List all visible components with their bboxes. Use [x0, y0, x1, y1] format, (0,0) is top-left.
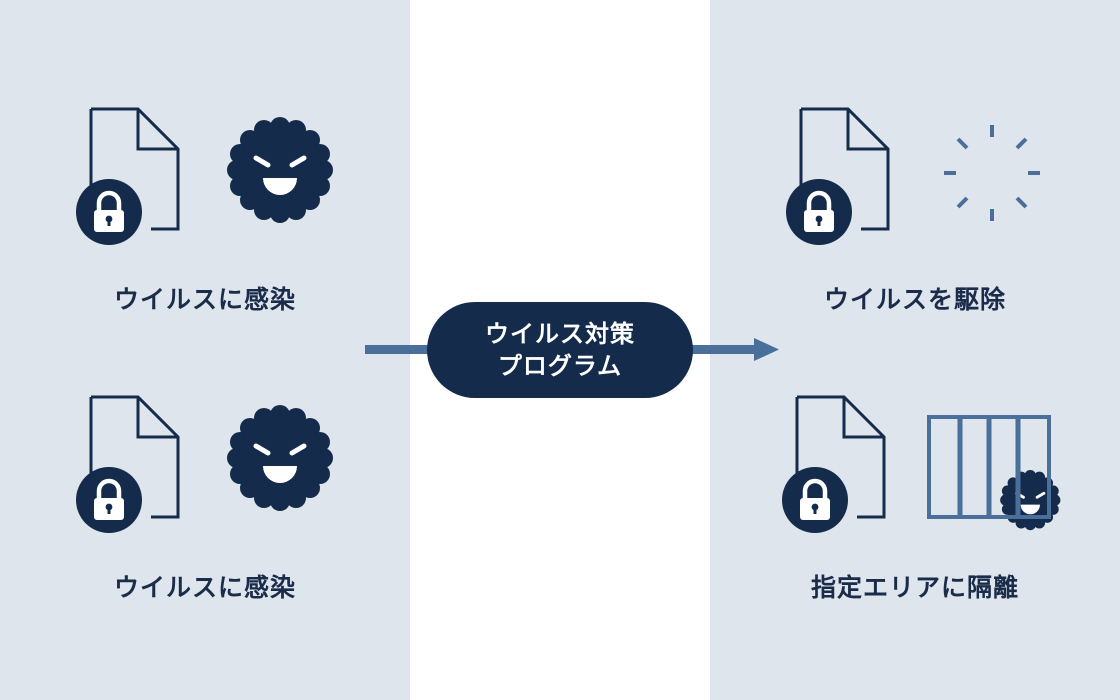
burst-icon — [942, 123, 1042, 223]
flow-arrow-head — [754, 338, 779, 361]
left-bottom-label: ウイルスに感染 — [113, 573, 296, 602]
locked-file-icon — [76, 397, 178, 533]
program-line-2: プログラム — [497, 352, 623, 380]
antivirus-program-pill: ウイルス対策 プログラム — [427, 302, 693, 398]
virus-icon — [227, 117, 333, 223]
right-bottom-label: 指定エリアに隔離 — [810, 573, 1019, 602]
caged-virus-icon — [929, 417, 1060, 530]
locked-file-icon — [76, 109, 178, 245]
left-panel — [0, 0, 410, 700]
right-top-label: ウイルスを駆除 — [823, 285, 1006, 314]
program-line-1: ウイルス対策 — [485, 320, 635, 348]
locked-file-icon — [786, 109, 888, 245]
virus-icon — [227, 405, 333, 511]
left-top-label: ウイルスに感染 — [113, 285, 296, 314]
right-panel — [710, 0, 1120, 700]
locked-file-icon — [782, 397, 884, 533]
